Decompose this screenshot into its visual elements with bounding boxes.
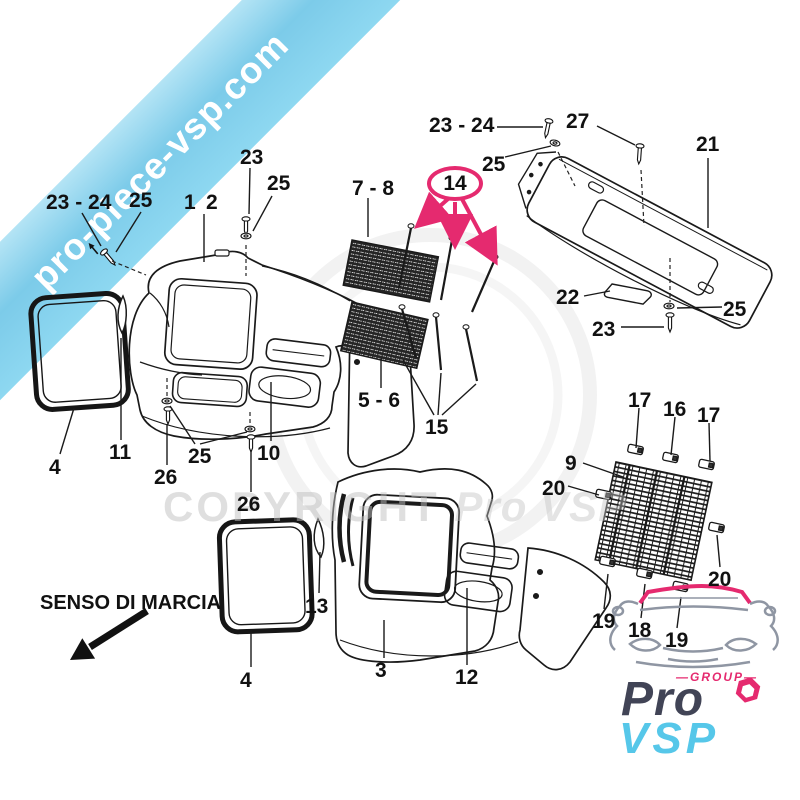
callout-15: 15 bbox=[425, 416, 449, 439]
trim-sliver-11 bbox=[117, 294, 127, 335]
copyright-word: COPYRIGHT bbox=[163, 483, 440, 530]
callout-25-c: 25 bbox=[482, 153, 506, 176]
fasteners bbox=[88, 118, 675, 454]
direction-of-travel-label: SENSO DI MARCIA bbox=[40, 592, 222, 614]
logo-group-label: —GROUP— bbox=[676, 670, 759, 684]
callout-14-circled: 14 bbox=[427, 166, 483, 201]
callout-12: 12 bbox=[455, 666, 479, 689]
callout-11: 11 bbox=[109, 441, 132, 464]
copyright-brand: Pro VSP bbox=[454, 483, 628, 530]
bumper-b-drawing bbox=[331, 468, 612, 671]
logo-vsp-text: VSP bbox=[619, 714, 720, 763]
callout-16: 16 bbox=[663, 398, 687, 421]
logo-pro-text: Pro bbox=[621, 673, 705, 726]
callout-7-8: 7 - 8 bbox=[352, 177, 395, 200]
car-icon bbox=[609, 584, 779, 669]
leader-lines bbox=[59, 125, 723, 667]
callout-25-a: 25 bbox=[129, 189, 153, 212]
callout-4-b: 4 bbox=[240, 669, 252, 692]
callout-23-24-top: 23 - 24 bbox=[429, 114, 495, 137]
callout-10: 10 bbox=[257, 442, 281, 465]
callout-19-b: 19 bbox=[665, 629, 689, 652]
callout-25-b: 25 bbox=[267, 172, 291, 195]
callout-21: 21 bbox=[696, 133, 720, 156]
callout-20-a: 20 bbox=[542, 477, 566, 500]
direction-arrow bbox=[70, 608, 149, 660]
bracket-22 bbox=[603, 283, 652, 305]
callout-23-right: 23 bbox=[592, 318, 616, 341]
callout-14-text: 14 bbox=[443, 171, 467, 195]
callout-19-a: 19 bbox=[592, 610, 616, 633]
callout-25-d: 25 bbox=[723, 298, 747, 321]
callout-18: 18 bbox=[628, 619, 652, 642]
callout-13: 13 bbox=[305, 595, 329, 618]
logo-hexagon-icon bbox=[735, 677, 761, 703]
callout-26-a: 26 bbox=[154, 466, 178, 489]
callout-23-top: 23 bbox=[240, 146, 264, 169]
corner-panel-b bbox=[518, 547, 612, 671]
callout-17-a: 17 bbox=[628, 389, 652, 412]
callout-2: 2 bbox=[206, 191, 218, 214]
grille-7-8 bbox=[342, 239, 440, 303]
grille-9 bbox=[594, 461, 713, 582]
windshield-seal-top bbox=[28, 290, 131, 412]
grille-5-6 bbox=[339, 301, 429, 370]
callout-27: 27 bbox=[566, 110, 590, 133]
callout-5-6: 5 - 6 bbox=[358, 389, 401, 412]
callout-3: 3 bbox=[375, 659, 387, 682]
callout-20-b: 20 bbox=[708, 568, 732, 591]
copyright-watermark: COPYRIGHT Pro VSP bbox=[163, 483, 627, 531]
windshield-seal-bottom bbox=[216, 517, 315, 635]
rear-panel-21 bbox=[517, 151, 773, 329]
callout-17-b: 17 bbox=[697, 404, 721, 427]
callout-25-e: 25 bbox=[188, 445, 212, 468]
fog-trim-10 bbox=[248, 366, 322, 408]
callout-4-a: 4 bbox=[49, 456, 61, 479]
pink-arrows-14 bbox=[413, 191, 498, 266]
callout-23-24-left: 23 - 24 bbox=[46, 191, 112, 214]
trim-sliver-13 bbox=[313, 517, 325, 559]
rods-15 bbox=[398, 304, 479, 382]
dashed-lines bbox=[111, 151, 671, 425]
callout-22: 22 bbox=[556, 286, 580, 309]
callout-26-b: 26 bbox=[237, 493, 261, 516]
fog-trim-12 bbox=[443, 570, 513, 613]
callout-1: 1 bbox=[184, 191, 196, 214]
callout-9: 9 bbox=[565, 452, 577, 475]
